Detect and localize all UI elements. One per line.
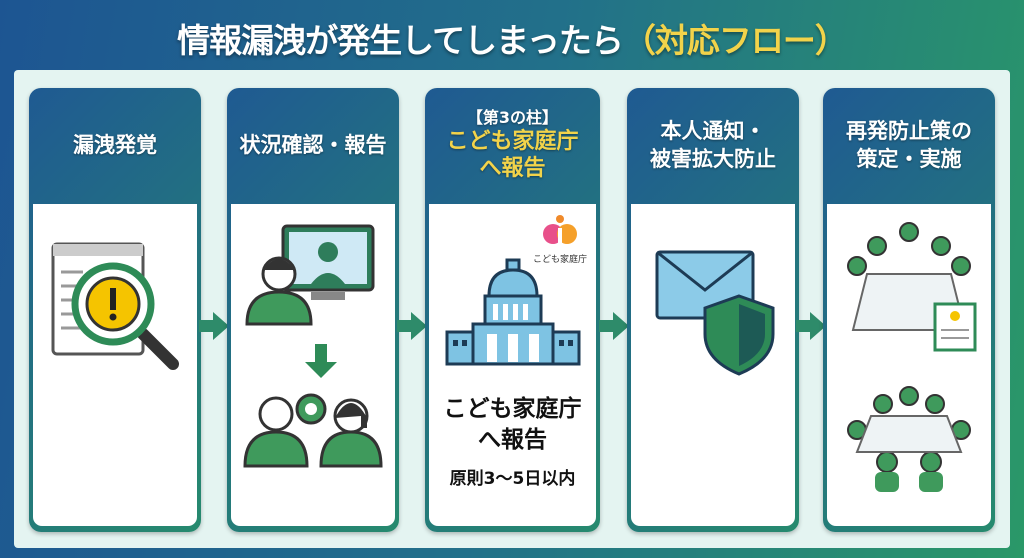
envelope-shield-icon (655, 250, 775, 376)
step-label-line1: 本人通知・ (660, 118, 766, 143)
step-status-check: 状況確認・報告 (227, 88, 399, 532)
step-label-line2: 被害拡大防止 (650, 147, 776, 171)
agency-logo-text: こども家庭庁 (532, 255, 587, 265)
step-label-line1: こども家庭庁 (446, 128, 579, 154)
arrow-right-icon (599, 312, 629, 340)
step-label: 状況確認・報告 (239, 132, 387, 157)
step-label-line2: 策定・実施 (856, 147, 962, 171)
step-label: 漏洩発覚 (73, 132, 157, 157)
arrow-right-icon (397, 312, 427, 340)
step-leak-discovered: 漏洩発覚 (29, 88, 201, 532)
deadline-text: 原則3〜5日以内 (449, 469, 576, 489)
government-building-icon (445, 258, 581, 366)
meeting-icon (847, 222, 977, 492)
step-notify-individuals: 本人通知・ 被害拡大防止 (627, 88, 799, 532)
agency-logo-icon (543, 215, 577, 246)
title-main: 情報漏洩が発生してしまったら (177, 21, 624, 60)
title-highlight: （対応フロー） (622, 21, 848, 60)
step-tag: 【第3の柱】 (466, 107, 559, 127)
page-title: 情報漏洩が発生してしまったら（対応フロー） (0, 14, 1024, 62)
step-label-line1: 再発防止策の (846, 118, 972, 143)
agency-logo: こども家庭庁 (532, 214, 588, 265)
magnifier-warning-icon (51, 242, 179, 370)
step-label-line2: へ報告 (479, 156, 546, 181)
body-title-line1: こども家庭庁 (443, 396, 582, 422)
arrow-right-icon (199, 312, 229, 340)
step-prevent-recurrence: 再発防止策の 策定・実施 (823, 88, 995, 532)
arrow-right-icon (796, 312, 826, 340)
body-title-line2: へ報告 (478, 427, 547, 454)
step-report-to-agency: 【第3の柱】 こども家庭庁 へ報告 こども家庭庁 こども家庭庁 へ報告 原則3〜… (425, 88, 600, 532)
video-call-team-icon (243, 224, 383, 468)
